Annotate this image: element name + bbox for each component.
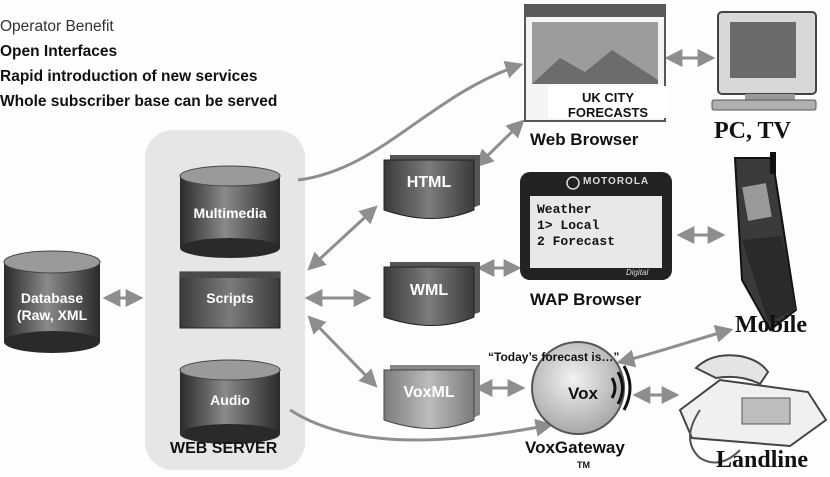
arrow-multimedia-webbrowser xyxy=(297,61,524,182)
scripts-block xyxy=(179,271,281,329)
arrow-html-webbrowser xyxy=(475,119,525,168)
vox-gateway-logo xyxy=(531,341,632,435)
web-browser-screen-text: UK CITY FORECASTS xyxy=(548,90,668,120)
operator-benefit-list: Operator Benefit Open Interfaces Rapid i… xyxy=(0,14,277,114)
benefit-item: Whole subscriber base can be served xyxy=(0,93,278,110)
audio-label: Audio xyxy=(210,392,250,408)
wml-label: WML xyxy=(409,282,449,299)
database-cylinder xyxy=(3,250,101,353)
mobile-label: Mobile xyxy=(735,312,807,338)
vox-quote: “Today’s forecast is…” xyxy=(488,350,620,364)
wap-line: 2 Forecast xyxy=(537,234,616,249)
web-server-label: WEB SERVER xyxy=(170,440,278,457)
arrow-audio-voxgateway xyxy=(289,408,554,442)
wap-brand-label: MOTOROLA xyxy=(583,176,650,187)
multimedia-cylinder xyxy=(179,165,281,258)
benefit-heading: Operator Benefit xyxy=(0,18,114,35)
multimedia-label: Multimedia xyxy=(193,205,267,221)
screen-line: UK CITY xyxy=(582,90,634,105)
vox-gateway-caption: VoxGateway xyxy=(525,438,625,457)
scripts-label: Scripts xyxy=(206,290,254,306)
database-label: Database (Raw, XML xyxy=(0,290,107,324)
pc-monitor-icon xyxy=(711,11,817,111)
html-label: HTML xyxy=(406,174,452,191)
wap-phone-display xyxy=(520,172,672,280)
vox-logo-text: Vox xyxy=(568,384,598,403)
arrow-scripts-html xyxy=(307,205,378,271)
arrow-scripts-voxml xyxy=(307,315,378,388)
wap-line: 1> Local xyxy=(537,218,600,233)
voxml-label: VoxML xyxy=(403,384,455,401)
database-label-line1: Database xyxy=(20,290,84,306)
benefit-item: Rapid introduction of new services xyxy=(0,68,258,85)
wap-footer-label: Digital xyxy=(626,268,649,277)
web-browser-caption: Web Browser xyxy=(530,130,639,149)
landline-label: Landline xyxy=(716,447,809,473)
wml-document-stack xyxy=(383,262,480,326)
benefit-item: Open Interfaces xyxy=(0,43,118,60)
mobile-phone-icon xyxy=(733,152,798,332)
arrow-vox-mobile xyxy=(616,325,734,368)
screen-line: FORECASTS xyxy=(567,105,649,120)
audio-cylinder xyxy=(179,359,281,444)
wap-line: Weather xyxy=(537,202,592,217)
web-browser-window xyxy=(524,4,668,122)
connector-arrows xyxy=(102,49,734,442)
database-label-line2: (Raw, XML xyxy=(16,307,88,323)
vox-gateway-tm: TM xyxy=(577,460,590,470)
voxml-document-stack xyxy=(383,365,480,429)
html-document-stack xyxy=(383,155,480,219)
wap-browser-caption: WAP Browser xyxy=(530,290,642,309)
wap-screen-text: Weather 1> Local 2 Forecast xyxy=(537,202,655,266)
pc-tv-label: PC, TV xyxy=(714,118,791,144)
landline-phone-icon xyxy=(678,354,828,464)
